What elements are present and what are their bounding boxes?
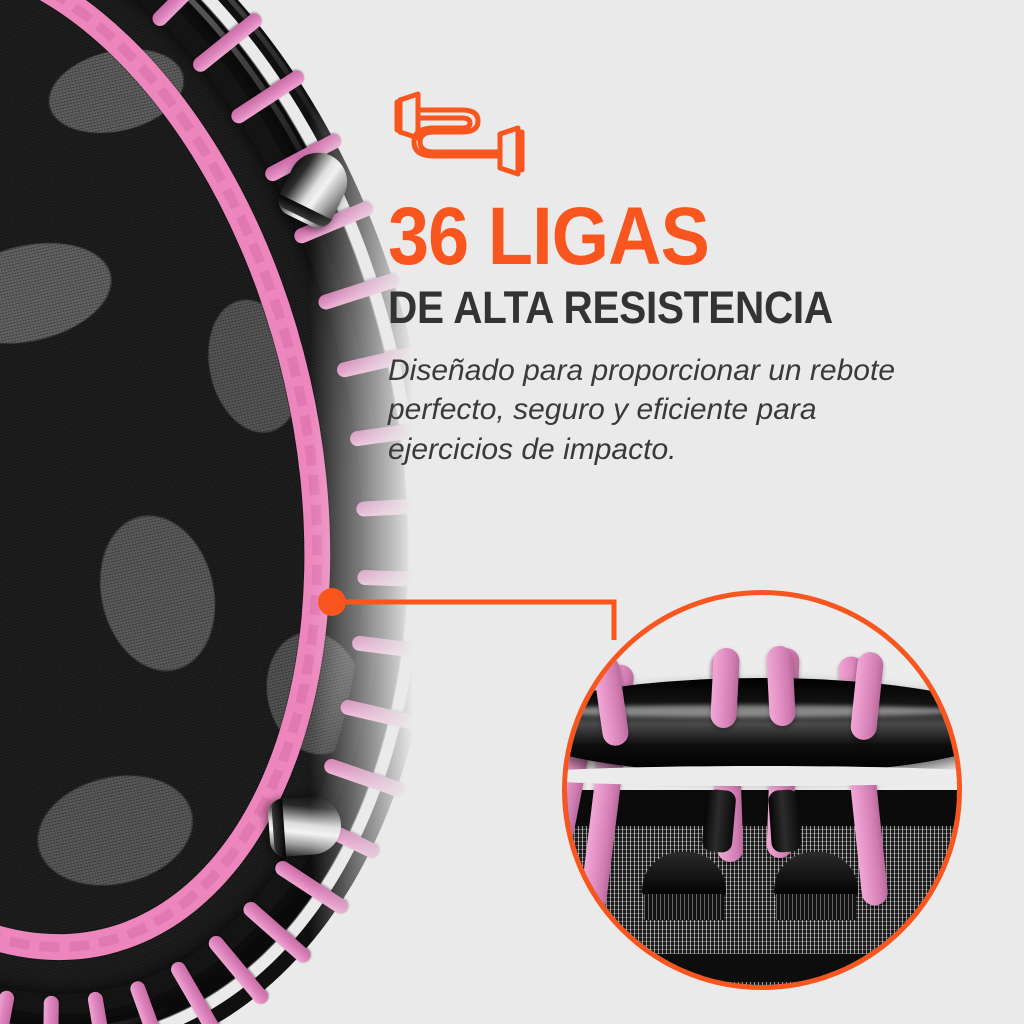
magnified-mesh-bed <box>567 798 957 985</box>
callout-anchor-dot <box>318 588 346 616</box>
feature-description: Diseñado para proporcionar un rebote per… <box>388 353 895 466</box>
photo-edge-fade <box>310 0 430 1024</box>
feature-text-block: 36 LIGAS DE ALTA RESISTENCIA Diseñado pa… <box>388 88 988 469</box>
magnified-anchor-webbing <box>644 894 724 920</box>
magnified-frame-gap <box>567 766 957 786</box>
magnified-bed-hem <box>567 954 957 982</box>
magnified-cord-clip <box>767 789 803 853</box>
resistance-band-icon <box>394 91 525 177</box>
magnified-detail-content <box>567 595 957 985</box>
magnified-bed-binding <box>567 790 957 826</box>
magnified-anchor-webbing <box>776 894 856 920</box>
feature-headline: 36 LIGAS <box>388 191 710 282</box>
magnified-detail-circle <box>562 590 962 990</box>
magnified-bungee-loop <box>709 647 741 729</box>
magnified-cord-clip <box>701 788 737 854</box>
bungee-cord-loop <box>42 995 60 1024</box>
magnified-bungee-loop <box>765 645 797 727</box>
feature-subheadline: DE ALTA RESISTENCIA <box>388 282 833 334</box>
trampoline-product-photo <box>0 0 430 1024</box>
